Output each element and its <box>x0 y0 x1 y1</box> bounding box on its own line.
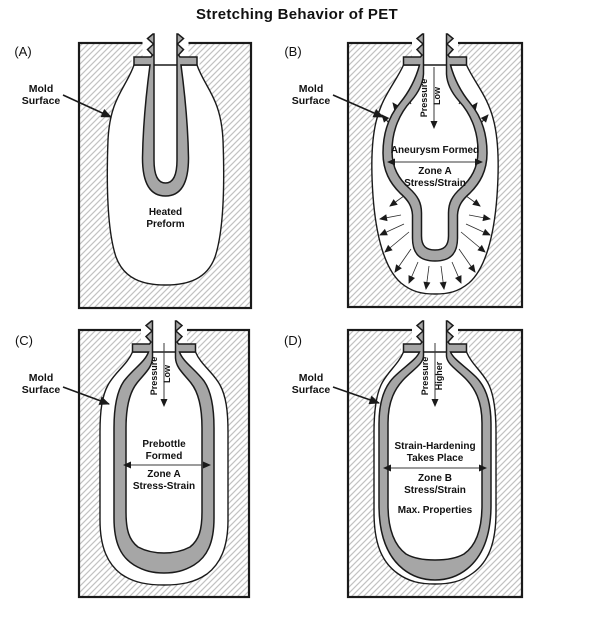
panel-a: (A) Mold Surface Heated Preform <box>14 32 253 310</box>
pressure-level-c: Low <box>162 364 172 383</box>
mold-surface-label-b-line2: Surface <box>292 95 331 107</box>
prebottle-heading-line2: Formed <box>146 451 183 462</box>
mold-surface-arrow-d <box>332 386 380 405</box>
zone-a-label-c: Zone A <box>147 469 181 480</box>
heated-preform-label-line2: Preform <box>146 219 184 230</box>
mold-surface-label-c-line1: Mold <box>29 372 54 384</box>
strain-hardening-heading-line2: Takes Place <box>407 453 464 464</box>
panel-a-letter: (A) <box>14 44 31 59</box>
heated-preform-shape <box>133 33 198 197</box>
mold-surface-arrow-c <box>62 386 110 405</box>
mold-surface-label-d-line2: Surface <box>292 384 331 396</box>
prebottle-heading-line1: Prebottle <box>142 439 186 450</box>
prebottle-shape <box>113 320 215 574</box>
pressure-label-d: Pressure <box>420 357 430 396</box>
final-bottle-shape <box>378 320 492 581</box>
panel-c-letter: (C) <box>15 333 33 348</box>
stress-strain-label-b: Stress/Strain <box>404 178 466 189</box>
panel-b-letter: (B) <box>284 44 301 59</box>
panel-c: (C) Mold Surface Pressure Low Prebottle … <box>15 319 251 599</box>
zone-b-label-d: Zone B <box>418 473 452 484</box>
mold-surface-label-b-line1: Mold <box>299 83 324 95</box>
heated-preform-label-line1: Heated <box>149 207 182 218</box>
pressure-level-d: Higher <box>434 361 444 390</box>
aneurysm-preform-shape <box>382 33 488 262</box>
pressure-label-c: Pressure <box>149 357 159 396</box>
panel-b: (B) Mold Sur <box>284 32 524 309</box>
stress-strain-label-c: Stress-Strain <box>133 481 195 492</box>
stress-strain-label-d: Stress/Strain <box>404 485 466 496</box>
diagram-title: Stretching Behavior of PET <box>196 6 398 23</box>
pressure-level-b: Low <box>432 86 442 105</box>
aneurysm-heading: Aneurysm Formed <box>391 145 479 156</box>
pressure-label-b: Pressure <box>419 79 429 118</box>
mold-surface-arrow-a <box>62 94 112 118</box>
mold-surface-label-a-line2: Surface <box>22 95 61 107</box>
max-properties-label: Max. Properties <box>398 505 473 516</box>
mold-surface-arrow-b <box>332 94 384 118</box>
mold-surface-label-d-line1: Mold <box>299 372 324 384</box>
mold-surface-label-a-line1: Mold <box>29 83 54 95</box>
mold-cavity-a <box>106 64 225 286</box>
panel-d: (D) Mold Surface Pressure Higher Strain-… <box>284 319 524 599</box>
strain-hardening-heading-line1: Strain-Hardening <box>394 441 475 452</box>
panel-d-letter: (D) <box>284 333 302 348</box>
expansion-arrows-lower-fan <box>379 192 491 290</box>
mold-surface-label-c-line2: Surface <box>22 384 61 396</box>
zone-a-label-b: Zone A <box>418 166 452 177</box>
